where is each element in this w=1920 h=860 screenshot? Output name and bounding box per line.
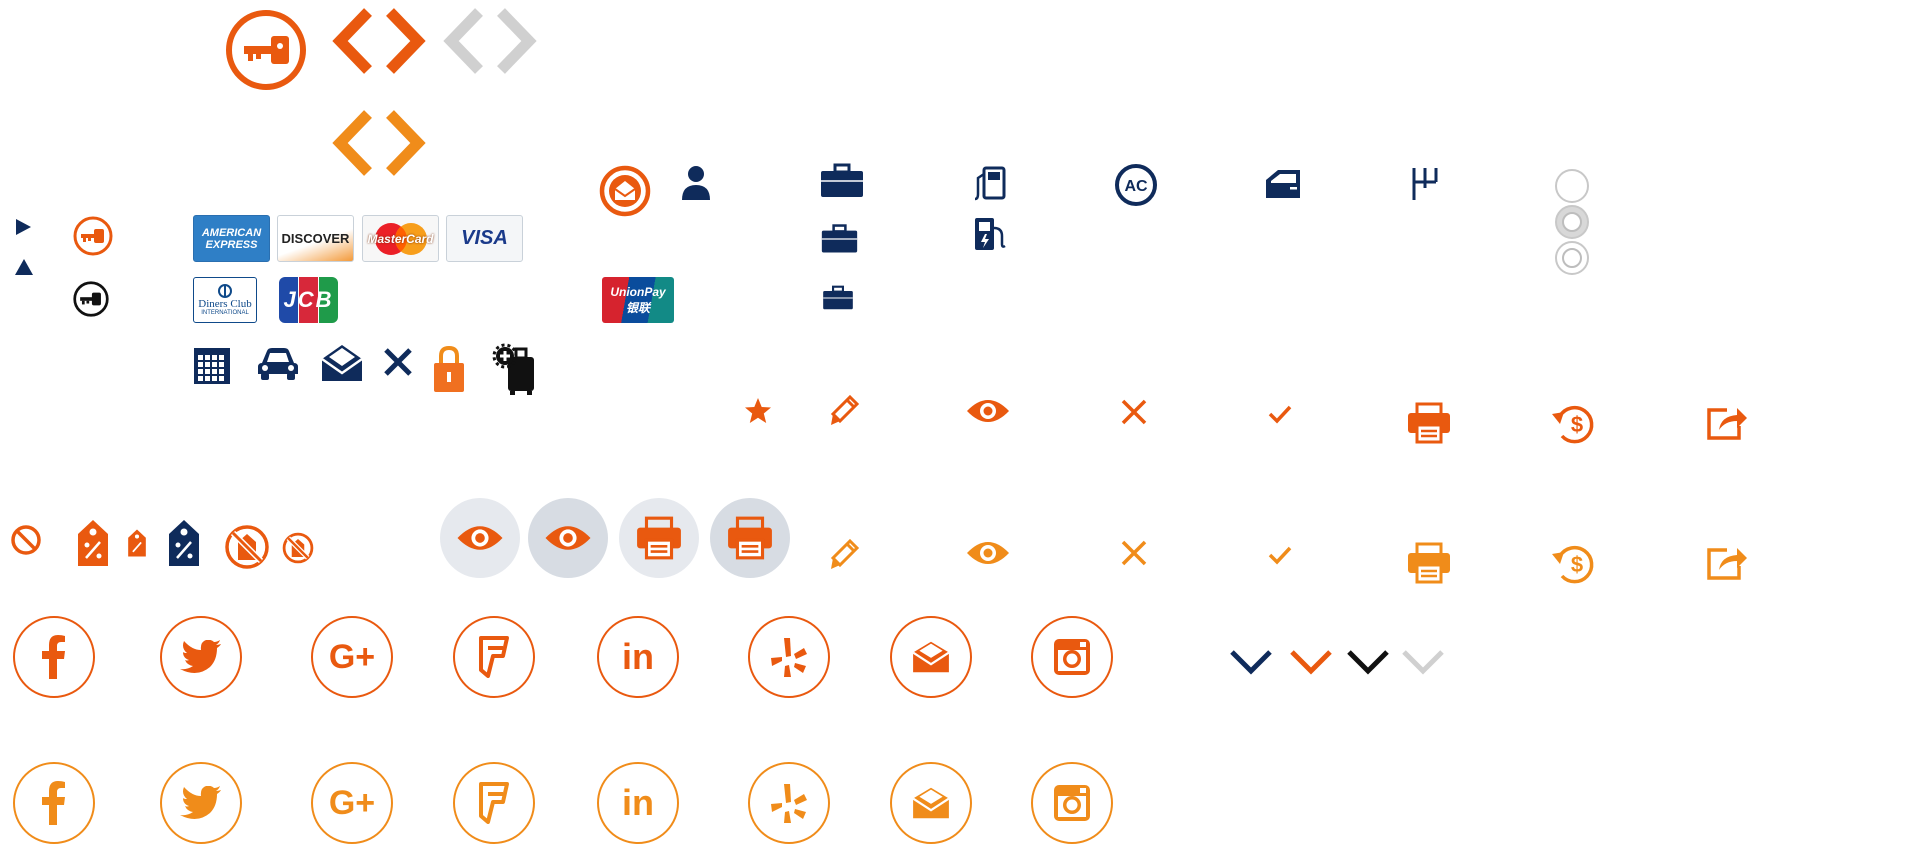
google-plus-circle-icon[interactable]: G+ bbox=[311, 616, 393, 698]
refund-light-icon[interactable]: $ bbox=[1550, 542, 1594, 584]
eye-icon bbox=[545, 526, 591, 550]
suitcase-medium-icon bbox=[821, 224, 858, 254]
check-light-icon[interactable] bbox=[1267, 544, 1293, 566]
suitcase-large-icon bbox=[820, 163, 864, 198]
share-icon[interactable] bbox=[1705, 402, 1749, 442]
chevron-down-navy-icon[interactable] bbox=[1228, 648, 1274, 676]
play-right-icon[interactable] bbox=[14, 218, 32, 236]
chevron-down-black-icon[interactable] bbox=[1345, 648, 1391, 676]
close-x-navy-icon[interactable] bbox=[382, 346, 414, 378]
printer-bubble-button-active[interactable] bbox=[710, 498, 790, 578]
printer-icon bbox=[728, 516, 772, 560]
share-light-icon[interactable] bbox=[1705, 542, 1749, 582]
no-entry-icon bbox=[10, 524, 42, 556]
triangle-up-icon[interactable] bbox=[14, 258, 34, 276]
twitter-circle-icon[interactable] bbox=[160, 616, 242, 698]
linkedin-label: in bbox=[622, 782, 654, 823]
padlock-orange-icon[interactable] bbox=[432, 344, 466, 394]
chevron-down-gray-icon[interactable] bbox=[1400, 648, 1446, 676]
calendar-grid-icon[interactable] bbox=[193, 347, 231, 385]
instagram-circle-light-icon[interactable] bbox=[1031, 762, 1113, 844]
ac-label: AC bbox=[1124, 178, 1148, 195]
foursquare-circle-icon[interactable] bbox=[453, 616, 535, 698]
facebook-circle-icon[interactable] bbox=[13, 616, 95, 698]
key-circle-large-icon bbox=[224, 8, 308, 92]
home-envelope-circle-icon bbox=[599, 165, 651, 217]
discover-card-icon: DISCOVER bbox=[277, 215, 354, 262]
no-discount-large-icon bbox=[224, 524, 270, 570]
refund-icon[interactable]: $ bbox=[1550, 402, 1594, 444]
eye-bubble-button-active[interactable] bbox=[528, 498, 608, 578]
printer-icon bbox=[637, 516, 681, 560]
car-icon[interactable] bbox=[256, 345, 300, 381]
key-circle-black-icon bbox=[72, 280, 110, 318]
pencil-icon[interactable] bbox=[828, 394, 860, 428]
jcb-card-icon: JCB bbox=[277, 277, 340, 323]
close-light-icon[interactable] bbox=[1120, 539, 1148, 567]
yelp-circle-light-icon[interactable] bbox=[748, 762, 830, 844]
printer-bubble-button[interactable] bbox=[619, 498, 699, 578]
tag-discount-orange-icon bbox=[76, 518, 110, 568]
check-icon[interactable] bbox=[1267, 403, 1293, 425]
radio-button-empty[interactable] bbox=[1554, 168, 1590, 204]
eye-icon bbox=[457, 526, 503, 550]
instagram-circle-icon[interactable] bbox=[1031, 616, 1113, 698]
eye-light-icon[interactable] bbox=[965, 539, 1011, 567]
prev-next-arrows-gray-icon[interactable] bbox=[443, 4, 537, 78]
radio-button-selected[interactable] bbox=[1554, 204, 1590, 240]
envelope-open-icon[interactable] bbox=[320, 343, 364, 383]
mastercard-card-icon: MasterCard bbox=[362, 215, 439, 262]
radio-button-ring[interactable] bbox=[1554, 240, 1590, 276]
car-door-icon bbox=[1264, 168, 1302, 202]
key-circle-orange-icon bbox=[72, 215, 114, 257]
google-plus-circle-light-icon[interactable]: G+ bbox=[311, 762, 393, 844]
twitter-circle-light-icon[interactable] bbox=[160, 762, 242, 844]
email-circle-icon[interactable] bbox=[890, 616, 972, 698]
chevron-down-orange-icon[interactable] bbox=[1288, 648, 1334, 676]
google-plus-label: G+ bbox=[328, 637, 376, 676]
refund-dollar-sign: $ bbox=[1571, 552, 1583, 577]
linkedin-circle-light-icon[interactable]: in bbox=[597, 762, 679, 844]
printer-icon[interactable] bbox=[1406, 402, 1452, 444]
refund-dollar-sign: $ bbox=[1571, 412, 1583, 437]
fuel-pump-icon bbox=[972, 164, 1006, 202]
person-icon bbox=[680, 165, 712, 201]
facebook-circle-light-icon[interactable] bbox=[13, 762, 95, 844]
gear-shift-icon bbox=[1410, 166, 1440, 202]
tag-discount-navy-icon bbox=[167, 518, 201, 568]
diners-club-card-icon: Diners Club INTERNATIONAL bbox=[193, 277, 257, 323]
close-icon[interactable] bbox=[1120, 398, 1148, 426]
tag-discount-small-icon bbox=[127, 528, 147, 558]
google-plus-label: G+ bbox=[328, 783, 376, 822]
suitcase-small-icon bbox=[821, 285, 855, 310]
amex-card-icon: AMERICAN EXPRESS bbox=[193, 215, 270, 262]
printer-light-icon[interactable] bbox=[1406, 542, 1452, 584]
no-discount-small-icon bbox=[282, 532, 314, 564]
linkedin-label: in bbox=[622, 636, 654, 677]
yelp-circle-icon[interactable] bbox=[748, 616, 830, 698]
unionpay-card-icon: UnionPay 银联 bbox=[602, 277, 674, 323]
foursquare-circle-light-icon[interactable] bbox=[453, 762, 535, 844]
pencil-light-icon[interactable] bbox=[828, 538, 860, 572]
linkedin-circle-icon[interactable]: in bbox=[597, 616, 679, 698]
star-icon[interactable] bbox=[743, 396, 773, 426]
eye-bubble-button[interactable] bbox=[440, 498, 520, 578]
prev-next-arrows-light-orange-icon[interactable] bbox=[332, 106, 426, 180]
luggage-add-icon[interactable] bbox=[492, 343, 540, 395]
air-conditioning-icon: AC bbox=[1114, 163, 1158, 207]
visa-card-icon: VISA bbox=[446, 215, 523, 262]
electric-charger-icon bbox=[972, 216, 1008, 252]
eye-icon[interactable] bbox=[965, 397, 1011, 425]
prev-next-arrows-orange-icon[interactable] bbox=[332, 4, 426, 78]
email-circle-light-icon[interactable] bbox=[890, 762, 972, 844]
